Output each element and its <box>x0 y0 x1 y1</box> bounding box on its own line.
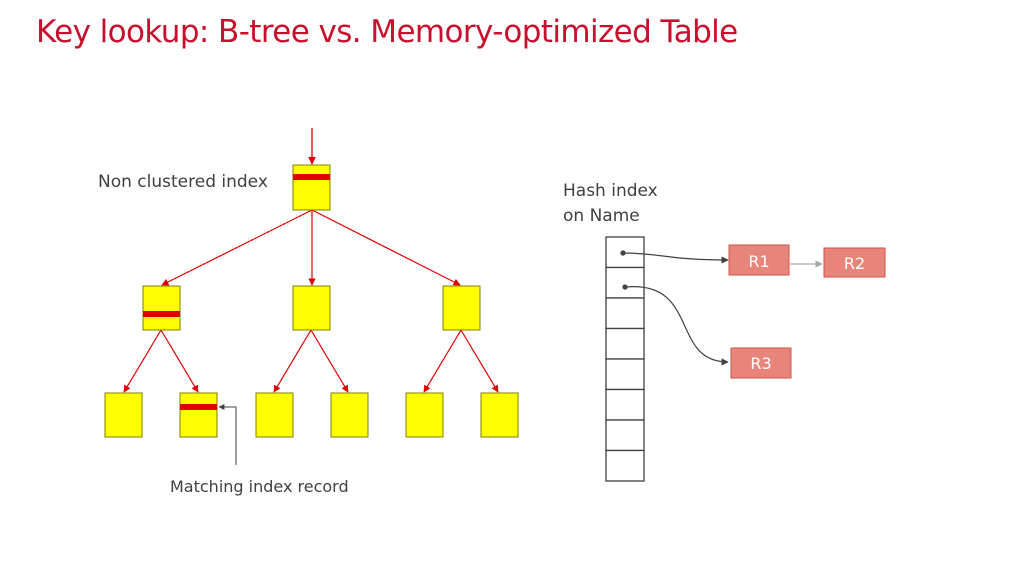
tree-edge <box>460 329 499 393</box>
leaf-node-match <box>179 392 218 438</box>
highlight-bar <box>180 404 217 410</box>
branch-node <box>442 285 481 331</box>
hash-index-label-line2: on Name <box>563 206 640 226</box>
record-r2 <box>823 247 886 278</box>
nonclustered-index-label: Non clustered index <box>98 172 268 192</box>
hash-bucket-array <box>605 236 645 482</box>
matching-record-label: Matching index record <box>170 477 349 496</box>
hash-bucket <box>605 266 645 299</box>
hash-bucket <box>605 327 645 360</box>
tree-edge <box>160 329 199 393</box>
record-r2-label: R2 <box>844 254 865 273</box>
tree-edge <box>123 329 162 393</box>
tree-edge <box>273 329 312 393</box>
leaf-node <box>405 392 444 438</box>
hash-bucket <box>605 449 645 482</box>
record-r1-label: R1 <box>748 252 769 271</box>
leaf-node <box>104 392 143 438</box>
hash-bucket <box>605 358 645 391</box>
leaf-node <box>330 392 369 438</box>
record-r1 <box>728 244 790 276</box>
hash-bucket <box>605 388 645 421</box>
leaf-node <box>480 392 519 438</box>
hash-index: Hash index on Name R1 <box>563 181 886 482</box>
highlight-bar <box>293 174 330 180</box>
pointer-to-r1 <box>622 252 729 264</box>
record-r3 <box>730 347 792 379</box>
record-r3-label: R3 <box>750 354 771 373</box>
tree-edge <box>310 329 349 393</box>
pointer-to-r3 <box>624 286 729 366</box>
tree-edge <box>311 209 461 286</box>
slide-title: Key lookup: B-tree vs. Memory-optimized … <box>36 14 738 50</box>
highlight-bar <box>143 311 180 317</box>
tree-edge <box>423 329 462 393</box>
match-callout-arrow <box>218 404 237 465</box>
branch-node <box>292 285 331 331</box>
root-node <box>292 164 331 211</box>
branch-node <box>142 285 181 331</box>
hash-index-label-line1: Hash index <box>563 181 658 201</box>
tree-edge <box>161 209 313 286</box>
hash-bucket <box>605 297 645 330</box>
btree: Non clustered index Matching index recor… <box>98 128 519 496</box>
leaf-node <box>255 392 294 438</box>
hash-bucket <box>605 419 645 452</box>
